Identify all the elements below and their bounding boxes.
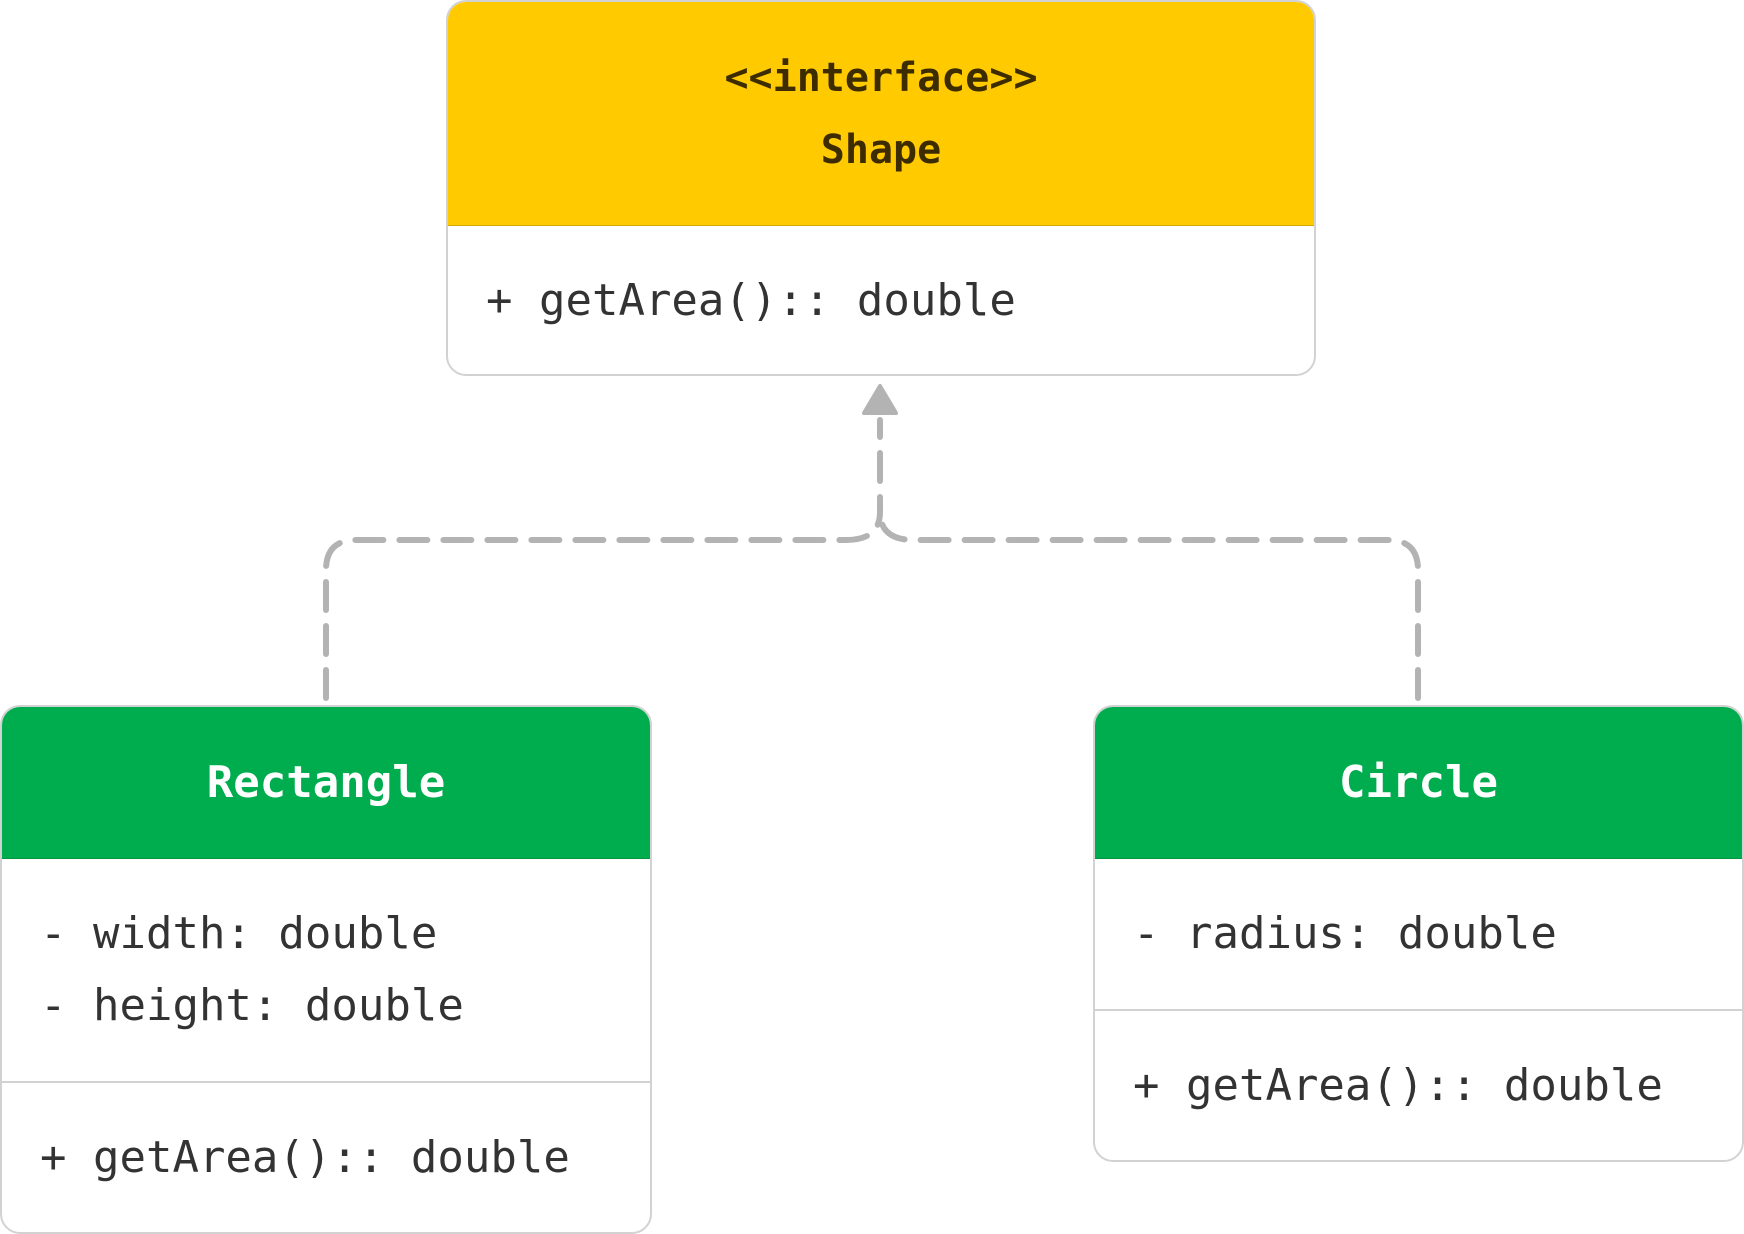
attribute-item: - height: double <box>40 980 464 1031</box>
class-header-circle: Circle <box>1095 707 1742 859</box>
interface-operations: + getArea():: double <box>448 226 1314 374</box>
class-operations: + getArea():: double <box>2 1081 650 1232</box>
class-attributes: - radius: double <box>1095 859 1742 1009</box>
class-name: Circle <box>1339 756 1498 808</box>
realization-circle-to-shape <box>877 509 1421 701</box>
class-box-rectangle[interactable]: Rectangle - width: double - height: doub… <box>0 705 652 1234</box>
attribute-item: - width: double <box>40 908 438 959</box>
class-operations: + getArea():: double <box>1095 1009 1742 1160</box>
class-header-rectangle: Rectangle <box>2 707 650 859</box>
operation-item: + getArea():: double <box>40 1131 570 1183</box>
interface-header: <<interface>> Shape <box>448 2 1314 226</box>
attribute-item: - radius: double <box>1133 908 1557 959</box>
class-attributes: - width: double - height: double <box>2 859 650 1081</box>
realization-arrowhead-icon <box>862 384 898 415</box>
class-name: Rectangle <box>206 756 446 808</box>
interface-stereotype: <<interface>> <box>724 54 1038 101</box>
interface-name: Shape <box>820 126 942 173</box>
class-box-circle[interactable]: Circle - radius: double + getArea():: do… <box>1093 705 1744 1162</box>
interface-box-shape[interactable]: <<interface>> Shape + getArea():: double <box>446 0 1316 376</box>
realization-rectangle-to-shape <box>323 417 883 701</box>
operation-item: + getArea():: double <box>486 275 1016 326</box>
operation-item: + getArea():: double <box>1133 1059 1663 1111</box>
